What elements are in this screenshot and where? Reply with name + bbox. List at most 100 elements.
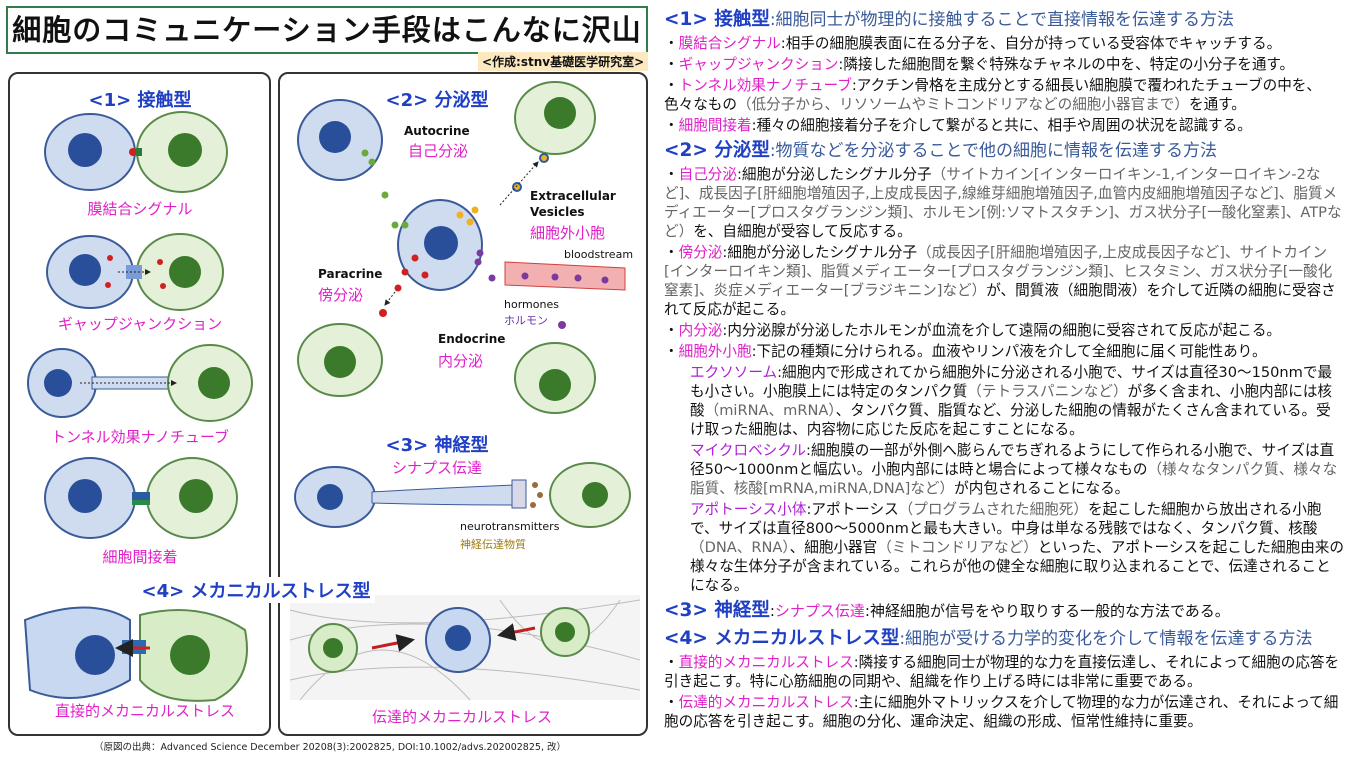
hormones-ja-label: ホルモン: [504, 314, 548, 327]
body-text: :下記の種類に分けられる。血液やリンパ液を介して全細胞に届く可能性あり。: [751, 343, 1267, 360]
parenthetical-text: （miRNA、mRNA）: [704, 402, 836, 419]
body-text: :細胞内で形成されてから細胞外に分泌される小胞で、サイズは直径30～150nmで…: [690, 364, 1333, 400]
body-text: :隣接する細胞同士が物理的な力を直接伝達し、それによって細胞の応答を引き起こす。…: [664, 654, 1340, 690]
secretion-illustration: [297, 81, 626, 414]
parenthetical-text: （ミトコンドリアなど）: [877, 539, 1038, 556]
parenthetical-text: （プログラムされた細胞死）: [898, 501, 1088, 518]
sub-list-item: マイクロベシクル:細胞膜の一部が外側へ膨らんでちぎれるようにして作られる小胞で、…: [664, 441, 1344, 498]
list-item: ・自己分泌:細胞が分泌したシグナル分子（サイトカイン[インターロイキン-1,イン…: [664, 165, 1344, 241]
list-item: ・細胞間接着:種々の細胞接着分子を介して繋がると共に、相手や周囲の状況を認識する…: [664, 116, 1344, 135]
bullet: ・: [664, 35, 679, 52]
direct-mechanical-stress-label: 直接的メカニカルストレス: [54, 702, 236, 720]
bullet: ・: [664, 166, 679, 183]
body-text: を、自細胞が受容して反応する。: [693, 223, 912, 240]
body-text: といった、アポトーシスを起こした細胞由来の様々な生体分子が含まれている。これらが…: [690, 539, 1344, 594]
body-text: が、間質液（細胞間液）を介して近隣の細胞に受容されて反応が起こる。: [664, 282, 1336, 318]
term-label: 自己分泌: [678, 166, 737, 183]
autocrine-ja-label: 自己分泌: [408, 142, 469, 160]
section-heading: <3> 神経型:シナプス伝達:神経細胞が信号をやり取りする一般的な方法である。: [664, 599, 1344, 623]
term-label: 細胞間接着: [678, 117, 752, 134]
section-title: <4> メカニカルストレス型: [664, 628, 900, 649]
body-text: :: [769, 602, 775, 620]
secretion-type-heading: <2> 分泌型: [385, 90, 489, 111]
diagram-illustrations: [23, 81, 641, 702]
term-label: 細胞外小胞: [678, 343, 752, 360]
term-label: 膜結合シグナル: [678, 35, 781, 52]
cell-adhesion-label: 細胞間接着: [102, 548, 178, 566]
membrane-bound-signal-label: 膜結合シグナル: [87, 200, 193, 218]
author-credit: <作成:stnv基礎医学研究室>: [478, 52, 649, 71]
term-label: エクソソーム: [690, 364, 778, 381]
body-text: :主に細胞外マトリックスを介して物理的な力が伝達され、それによって細胞の応答を引…: [664, 694, 1339, 730]
body-text: :種々の細胞接着分子を介して繋がると共に、相手や周囲の状況を認識する。: [751, 117, 1252, 134]
contact-type-heading: <1> 接触型: [88, 90, 192, 111]
section-heading: <1> 接触型:細胞同士が物理的に接触することで直接情報を伝達する方法: [664, 8, 1344, 32]
bloodstream-label: bloodstream: [564, 248, 634, 261]
list-item: ・伝達的メカニカルストレス:主に細胞外マトリックスを介して物理的な力が伝達され、…: [664, 693, 1344, 731]
body-text: が多く含まれ、小胞内部には核酸: [690, 383, 1333, 419]
bullet: ・: [664, 244, 679, 261]
contact-type-panel: [8, 72, 271, 736]
autocrine-label: Autocrine: [404, 124, 470, 138]
term-label: トンネル効果ナノチューブ: [678, 77, 852, 94]
parenthetical-text: （低分子から、リソソームやミトコンドリアなどの細胞小器官まで）: [736, 96, 1189, 113]
list-item: ・内分泌:内分泌腺が分泌したホルモンが血流を介して遠隔の細胞に受容されて反応が起…: [664, 321, 1344, 340]
section-heading: <2> 分泌型:物質などを分泌することで他の細胞に情報を伝達する方法: [664, 139, 1344, 163]
list-item: ・トンネル効果ナノチューブ:アクチン骨格を主成分とする細長い細胞膜で覆われたチュ…: [664, 76, 1344, 114]
bullet: ・: [664, 77, 679, 94]
body-text: 、タンパク質、脂質など、分泌した細胞の情報がたくさん含まれている。受け取った細胞…: [690, 402, 1331, 438]
transmitted-mechanical-stress-label: 伝達的メカニカルストレス: [371, 708, 553, 726]
section-title: <1> 接触型: [664, 9, 770, 30]
extracellular-vesicles-label-1: Extracellular: [530, 189, 616, 203]
direct-mechanical-stress-illustration: [23, 606, 248, 702]
body-text: 、細胞小器官: [789, 539, 878, 556]
gap-junction-illustration: [46, 233, 224, 311]
secretion-neural-panel: [278, 72, 648, 736]
hormones-label: hormones: [504, 298, 559, 311]
parenthetical-text: （DNA、RNA）: [690, 539, 790, 556]
neurotransmitters-ja-label: 神経伝達物質: [460, 538, 526, 551]
bullet: ・: [664, 654, 679, 671]
body-text: :隣接した細胞間を繋ぐ特殊なチャネルの中を、特定の小分子を通す。: [838, 56, 1295, 73]
term-label: 内分泌: [678, 322, 723, 339]
membrane-bound-signal-illustration: [44, 111, 228, 193]
term-label: ギャップジャンクション: [678, 56, 839, 73]
section-description: :物質などを分泌することで他の細胞に情報を伝達する方法: [769, 141, 1218, 161]
body-text: :細胞が分泌したシグナル分子: [737, 166, 932, 183]
term-label: シナプス伝達: [774, 602, 865, 620]
parenthetical-text: （テトラスパニンなど）: [967, 383, 1128, 400]
mechanical-stress-heading: <4> メカニカルストレス型: [137, 577, 375, 603]
body-text: が内包されることになる。: [954, 480, 1130, 497]
body-text: :細胞膜の一部が外側へ膨らんでちぎれるようにして作られる小胞で、サイズは直径50…: [690, 442, 1335, 478]
term-label: 伝達的メカニカルストレス: [678, 694, 854, 711]
extracellular-vesicles-ja-label: 細胞外小胞: [530, 224, 606, 242]
parenthetical-text: （様々なタンパク質、様々な脂質、核酸[mRNA,miRNA,DNA]など）: [690, 461, 1338, 497]
body-text: :相手の細胞膜表面に在る分子を、自分が持っている受容体でキャッチする。: [780, 35, 1282, 52]
cell-adhesion-illustration: [44, 457, 238, 539]
slide-title: 細胞のコミュニケーション手段はこんなに沢山: [6, 6, 648, 54]
neural-type-heading: <3> 神経型: [385, 435, 489, 456]
section-title: <3> 神経型: [664, 600, 770, 621]
body-text: :アクチン骨格を主成分とする細長い細胞膜で覆われたチューブの中を、色々なもの: [664, 77, 1321, 113]
term-label: マイクロベシクル: [690, 442, 807, 459]
term-label: 傍分泌: [678, 244, 723, 261]
list-item: ・細胞外小胞:下記の種類に分けられる。血液やリンパ液を介して全細胞に届く可能性あ…: [664, 342, 1344, 361]
synapse-label: シナプス伝達: [391, 459, 483, 477]
paracrine-label: Paracrine: [318, 267, 383, 281]
sub-list-item: エクソソーム:細胞内で形成されてから細胞外に分泌される小胞で、サイズは直径30～…: [664, 363, 1344, 439]
body-text: を起こした細胞から放出される小胞で、サイズは直径800～5000nmと最も大きい…: [690, 501, 1322, 537]
tunneling-nanotube-illustration: [27, 344, 253, 422]
parenthetical-text: （成長因子[肝細胞増殖因子,上皮成長因子など]、サイトカイン[インターロイキン類…: [664, 244, 1333, 299]
endocrine-ja-label: 内分泌: [438, 352, 484, 370]
body-text: :内分泌腺が分泌したホルモンが血流を介して遠隔の細胞に受容されて反応が起こる。: [722, 322, 1282, 339]
explanation-column: <1> 接触型:細胞同士が物理的に接触することで直接情報を伝達する方法・膜結合シ…: [664, 4, 1344, 731]
parenthetical-text: （サイトカイン[インターロイキン-1,インターロイキン-2など]、成長因子[肝細…: [664, 166, 1342, 240]
section-description: :細胞同士が物理的に接触することで直接情報を伝達する方法: [769, 10, 1235, 30]
transmitted-mechanical-stress-illustration: [289, 595, 641, 701]
bullet: ・: [664, 322, 679, 339]
list-item: ・直接的メカニカルストレス:隣接する細胞同士が物理的な力を直接伝達し、それによっ…: [664, 653, 1344, 691]
section-title: <2> 分泌型: [664, 140, 770, 161]
bullet: ・: [664, 343, 679, 360]
sub-list-item: アポトーシス小体:アポトーシス（プログラムされた細胞死）を起こした細胞から放出さ…: [664, 500, 1344, 595]
section-heading: <4> メカニカルストレス型:細胞が受ける力学的変化を介して情報を伝達する方法: [664, 627, 1344, 651]
